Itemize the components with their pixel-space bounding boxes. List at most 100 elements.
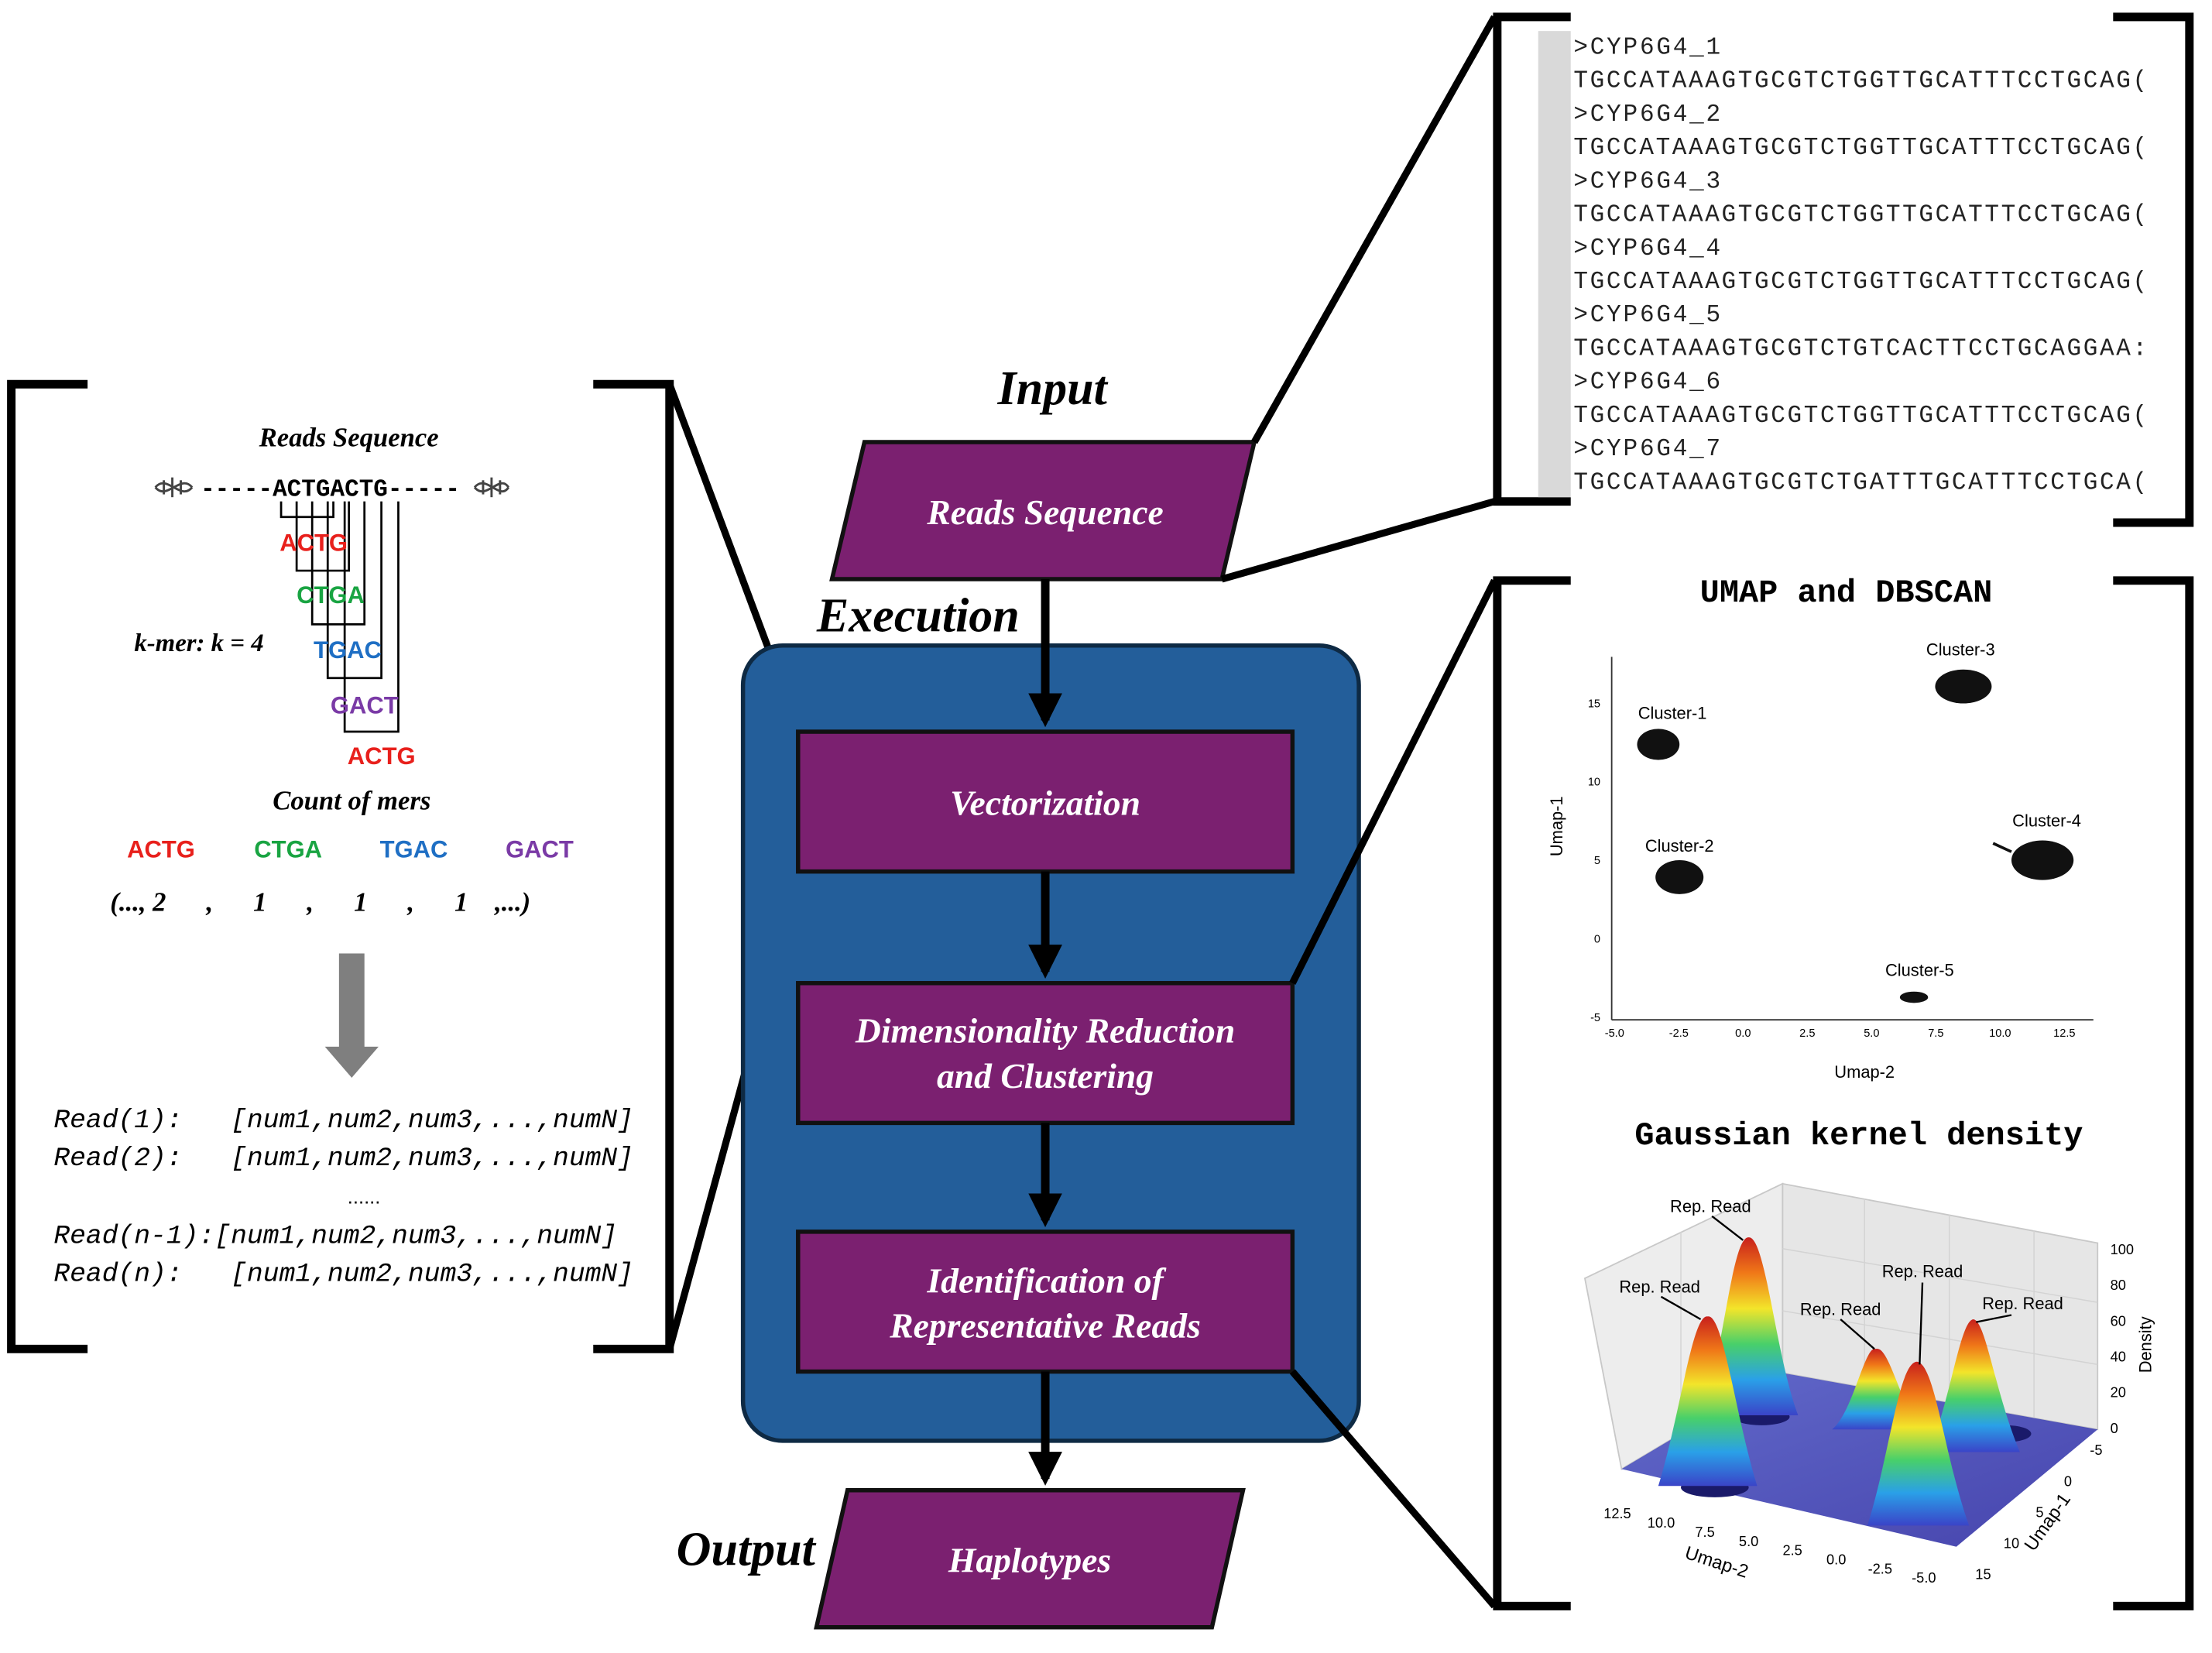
count-head: GACT xyxy=(506,835,574,863)
x-tick-label: 7.5 xyxy=(1928,1027,1943,1040)
fasta-sequence: TGCCATAAAGTGCGTCTGGTTGCATTTCCTGCAG( xyxy=(1573,269,2147,296)
fasta-gutter xyxy=(1538,31,1571,498)
x-tick-label: 7.5 xyxy=(1695,1524,1714,1540)
count-head: CTGA xyxy=(254,835,322,863)
x-tick-label: -2.5 xyxy=(1669,1027,1689,1040)
z-tick-label: 0 xyxy=(2111,1420,2118,1436)
y-tick-label: 0 xyxy=(2064,1473,2072,1489)
vector-row: Read(1): [num1,num2,num3,...,numN] xyxy=(53,1106,633,1136)
cluster-label: Cluster-4 xyxy=(2012,811,2081,830)
output-label: Output xyxy=(677,1523,817,1576)
x-tick-label: 2.5 xyxy=(1782,1542,1802,1559)
connector-line xyxy=(1220,498,1496,583)
kde-plot: Rep. Read Rep. Read Rep. Read Rep. Read … xyxy=(1583,1182,2155,1586)
cluster-label: Cluster-1 xyxy=(1638,704,1707,723)
connector-line xyxy=(1289,578,1498,985)
connector-line xyxy=(1289,1369,1497,1609)
fasta-panel: >CYP6G4_1TGCCATAAAGTGCGTCTGGTTGCATTTCCTG… xyxy=(1493,12,2194,527)
left-bracket-close xyxy=(593,379,674,1353)
fasta-header: >CYP6G4_4 xyxy=(1573,235,1720,262)
kmer-panel: Reads Sequence -----ACTGACTG----- ACTG C… xyxy=(7,379,674,1353)
cluster-blob xyxy=(1899,991,1929,1003)
x-tick-label: 10.0 xyxy=(1989,1027,2011,1040)
fasta-header: >CYP6G4_6 xyxy=(1573,369,1720,396)
cluster-label: Cluster-3 xyxy=(1926,640,1995,660)
kmer-item: CTGA xyxy=(297,581,365,609)
left-bracket-open xyxy=(7,379,88,1353)
z-tick-label: 20 xyxy=(2111,1384,2126,1401)
y-tick-label: -5 xyxy=(1590,1012,1600,1024)
fasta-bracket-close xyxy=(2113,12,2194,527)
y-tick-label: 10 xyxy=(1588,777,1600,789)
count-head: TGAC xyxy=(380,835,448,863)
fasta-header: >CYP6G4_2 xyxy=(1573,101,1720,129)
identification-label-2: Representative Reads xyxy=(889,1306,1201,1346)
dna-right-icon xyxy=(473,477,510,498)
fasta-sequence: TGCCATAAAGTGCGTCTGGTTGCATTTCCTGCAG( xyxy=(1573,135,2147,162)
results-bracket-close xyxy=(2113,576,2194,1610)
fasta-sequence: TGCCATAAAGTGCGTCTGATTTGCATTTCCTGCA( xyxy=(1573,469,2147,496)
kmer-brackets xyxy=(280,501,400,733)
x-tick-label: -5.0 xyxy=(1605,1027,1624,1040)
x-tick-label: -5.0 xyxy=(1912,1569,1936,1586)
identification-node xyxy=(796,1229,1295,1374)
cluster-label: Cluster-2 xyxy=(1645,836,1714,856)
execution-label: Execution xyxy=(816,590,1020,643)
count-vector: (..., 2 , 1 , 1 , 1 ,...) xyxy=(110,888,530,917)
count-head: ACTG xyxy=(127,835,195,863)
y-tick-label: 10 xyxy=(2004,1535,2019,1552)
input-label: Input xyxy=(996,362,1108,415)
results-panel: UMAP and DBSCAN -5.0 -2.5 0.0 2.5 5.0 7.5 10.0… xyxy=(1493,574,2194,1610)
kmer-item: ACTG xyxy=(280,530,348,557)
count-title: Count of mers xyxy=(273,786,430,815)
dimred-node xyxy=(796,981,1295,1126)
fasta-sequence: TGCCATAAAGTGCGTCTGGTTGCATTTCCTGCAG( xyxy=(1573,202,2147,229)
z-tick-label: 60 xyxy=(2111,1312,2126,1329)
y-tick-label: 0 xyxy=(1594,934,1600,946)
umap-title: UMAP and DBSCAN xyxy=(1700,574,1993,612)
x-tick-label: 12.5 xyxy=(1603,1505,1631,1521)
x-tick-label: 5.0 xyxy=(1739,1533,1758,1549)
kmer-item: ACTG xyxy=(348,742,416,770)
cluster-blob xyxy=(1655,860,1704,894)
dimred-label-2: and Clustering xyxy=(937,1056,1154,1096)
vector-ellipsis: ...... xyxy=(348,1186,381,1208)
k-label: k-mer: k = 4 xyxy=(134,629,263,657)
rep-read-label: Rep. Read xyxy=(1619,1277,1700,1296)
y-tick-label: 5 xyxy=(2035,1504,2043,1520)
vectorization-label: Vectorization xyxy=(950,784,1140,823)
x-tick-label: 2.5 xyxy=(1799,1027,1815,1040)
read-sequence: -----ACTGACTG----- xyxy=(201,476,460,503)
rep-read-label: Rep. Read xyxy=(1800,1300,1881,1319)
kde-zlabel: Density xyxy=(2136,1316,2155,1373)
haplotypes-label: Haplotypes xyxy=(948,1541,1111,1580)
fasta-header: >CYP6G4_7 xyxy=(1573,436,1720,463)
y-tick-label: 5 xyxy=(1594,855,1600,867)
flow-panel: Input Execution Output Reads Sequence Ve… xyxy=(677,362,1361,1630)
vector-row: Read(n): [num1,num2,num3,...,numN] xyxy=(53,1260,633,1290)
kde-title: Gaussian kernel density xyxy=(1634,1117,2083,1154)
kde-ylabel: Umap-1 xyxy=(2021,1490,2075,1555)
reads-sequence-label: Reads Sequence xyxy=(926,492,1163,532)
x-tick-label: 0.0 xyxy=(1735,1027,1751,1040)
rep-read-label: Rep. Read xyxy=(1882,1261,1963,1281)
fasta-header: >CYP6G4_1 xyxy=(1573,34,1720,61)
z-tick-label: 80 xyxy=(2111,1277,2126,1293)
fasta-header: >CYP6G4_3 xyxy=(1573,168,1720,195)
cluster-label: Cluster-5 xyxy=(1885,961,1954,980)
x-tick-label: 12.5 xyxy=(2053,1027,2075,1040)
dimred-label-1: Dimensionality Reduction xyxy=(855,1010,1235,1050)
haplotypes-node xyxy=(814,1488,1246,1630)
fasta-sequence: TGCCATAAAGTGCGTCTGGTTGCATTTCCTGCAG( xyxy=(1573,403,2147,430)
y-tick-label: 15 xyxy=(1588,698,1600,710)
y-tick-label: 15 xyxy=(1975,1566,1991,1583)
fasta-bracket-open xyxy=(1493,12,1571,506)
z-tick-label: 40 xyxy=(2111,1349,2126,1365)
fasta-header: >CYP6G4_5 xyxy=(1573,302,1720,329)
